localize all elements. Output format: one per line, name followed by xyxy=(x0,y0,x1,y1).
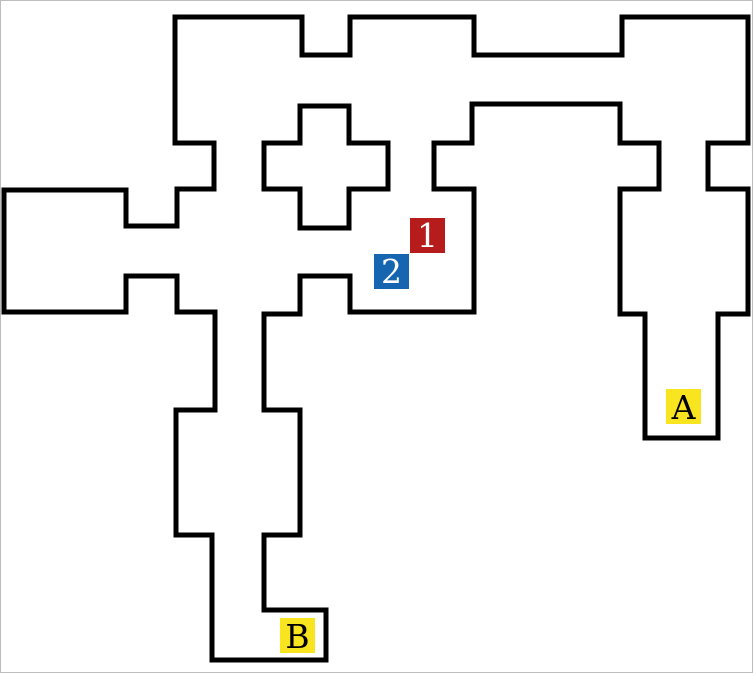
player-1-label: 1 xyxy=(417,216,438,255)
goal-a-tile xyxy=(666,389,701,424)
goal-b-tile xyxy=(280,618,315,653)
goal-b-marker: B xyxy=(280,617,315,656)
cross-shaped-pillar xyxy=(261,103,391,231)
maze-outer-wall xyxy=(1,14,751,663)
player-2-label: 2 xyxy=(381,252,402,291)
player-1-tile xyxy=(410,218,445,253)
goal-b-label: B xyxy=(285,617,309,656)
goal-a-marker: A xyxy=(666,388,701,427)
goal-a-label: A xyxy=(671,388,697,427)
player-2-marker[interactable]: 2 xyxy=(374,252,409,291)
player-2-tile xyxy=(374,254,409,289)
player-1-marker[interactable]: 1 xyxy=(410,216,445,255)
